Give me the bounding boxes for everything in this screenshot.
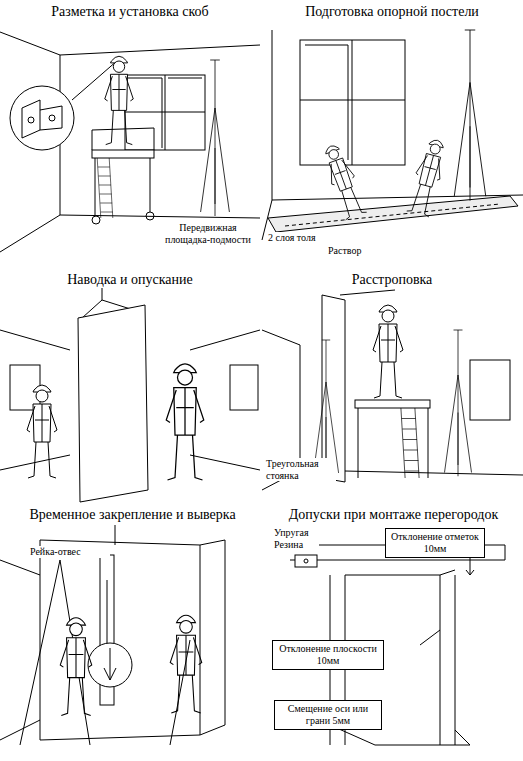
tolerance-text: Отклонение плоскости 10мм (276, 643, 380, 667)
panel-tolerances (275, 545, 505, 745)
part-label: Раствор (328, 245, 388, 257)
panel-title: Разметка и установка скоб (5, 4, 255, 20)
panel-alignment (0, 525, 225, 745)
panel-title: Допуски при монтаже перегородок (264, 507, 523, 523)
panel-brackets (0, 32, 260, 252)
panel-bed (262, 30, 523, 240)
part-label: Треугольная стоянка (266, 458, 336, 481)
panel-unslinging (262, 290, 523, 490)
tolerance-box: Отклонение отметок 10мм (385, 528, 485, 558)
panel-title: Наводка и опускание (5, 272, 255, 288)
tolerance-text: Смещение оси или грани 5мм (278, 703, 378, 727)
panel-title: Временное закрепление и выверка (5, 507, 260, 523)
panel-title: Расстроповка (267, 272, 517, 288)
part-label: Передвижная площадка-подмости (158, 222, 258, 245)
part-label: 2 слоя толя (268, 232, 338, 244)
part-label: Рейка-отвес (30, 546, 110, 558)
tolerance-text: Отклонение отметок 10мм (389, 531, 481, 555)
tolerance-box: Смещение оси или грани 5мм (274, 700, 382, 730)
part-label: Упругая Резина (274, 527, 319, 550)
tolerance-box: Отклонение плоскости 10мм (272, 640, 384, 670)
panel-title: Подготовка опорной постели (267, 4, 517, 20)
panel-lowering (0, 288, 260, 502)
